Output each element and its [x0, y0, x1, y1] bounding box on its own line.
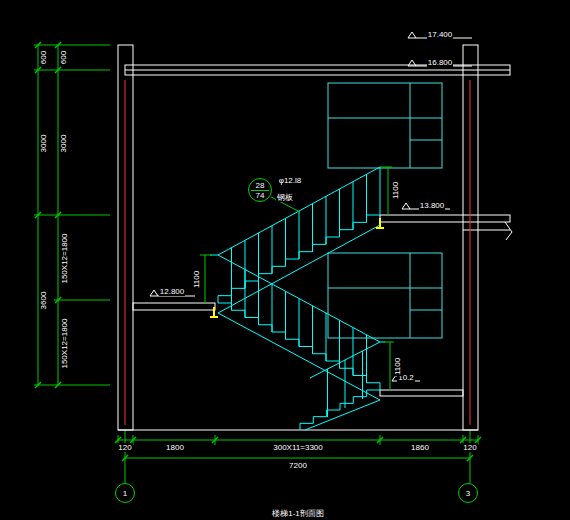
annotation-text: 120	[117, 443, 132, 452]
dimension-text: 3000	[39, 133, 48, 153]
bubble-text: 28	[256, 181, 265, 190]
dimension-text: 1100	[192, 269, 201, 288]
annotation-text: 13.800	[419, 201, 445, 210]
baluster	[339, 320, 340, 368]
baluster	[258, 277, 259, 325]
baluster	[272, 226, 273, 274]
baluster	[326, 313, 327, 361]
annotation-text: 钢板	[276, 193, 294, 202]
callout-circle: 2874	[248, 178, 272, 202]
axis-bubble: 3	[458, 483, 478, 503]
dimension-text: 150X12=1800	[60, 317, 69, 369]
baluster	[285, 291, 286, 339]
callout-divider	[251, 190, 269, 191]
bubble-text: 3	[466, 489, 470, 498]
bubble-text: 1	[123, 489, 127, 498]
dimension-text: 1100	[391, 180, 400, 199]
annotation-text: 12.800	[159, 287, 185, 296]
baluster	[245, 270, 246, 318]
dimension-ticks	[35, 42, 481, 461]
annotation-text: 120	[462, 443, 477, 452]
baluster	[362, 351, 363, 399]
baluster	[345, 360, 346, 408]
baluster	[339, 189, 340, 237]
windows	[328, 83, 442, 338]
dimension-text: 3600	[39, 290, 48, 310]
dimension-text: 600	[39, 49, 48, 64]
bubble-text: 74	[256, 191, 265, 200]
baluster	[272, 284, 273, 332]
baluster	[299, 211, 300, 259]
dimension-text: 150X12=1800	[60, 232, 69, 284]
wall-centerlines	[125, 80, 470, 425]
baluster	[326, 196, 327, 244]
annotation-text: 7200	[288, 461, 308, 470]
baluster	[353, 182, 354, 230]
baluster	[327, 369, 328, 417]
baluster	[231, 262, 232, 310]
annotation-text: 300X11=3300	[272, 443, 323, 452]
axis-bubble: 1	[115, 483, 135, 503]
baluster	[312, 306, 313, 354]
dimension-text: 1100	[393, 356, 402, 375]
anchor-marks	[210, 218, 384, 317]
annotation-text: φ12.l8	[278, 176, 303, 185]
annotation-text: 楼梯1-1剖面图	[271, 509, 325, 518]
annotation-text: 1860	[410, 443, 430, 452]
baluster	[366, 335, 367, 383]
level-marks	[150, 32, 472, 381]
annotation-text: 16.800	[427, 58, 453, 67]
dimension-lines	[34, 45, 478, 483]
annotation-text: 1800	[165, 443, 185, 452]
dimension-text: 3000	[59, 133, 68, 153]
walls-slabs	[118, 45, 512, 430]
baluster	[299, 299, 300, 347]
rail-dimensions	[200, 167, 394, 390]
annotation-text: 17.400	[427, 30, 453, 39]
baluster	[285, 218, 286, 266]
baluster	[366, 174, 367, 222]
baluster	[353, 328, 354, 376]
dimension-text: 600	[59, 49, 68, 64]
baluster	[312, 204, 313, 252]
stair-flights	[210, 167, 385, 430]
baluster	[258, 233, 259, 281]
